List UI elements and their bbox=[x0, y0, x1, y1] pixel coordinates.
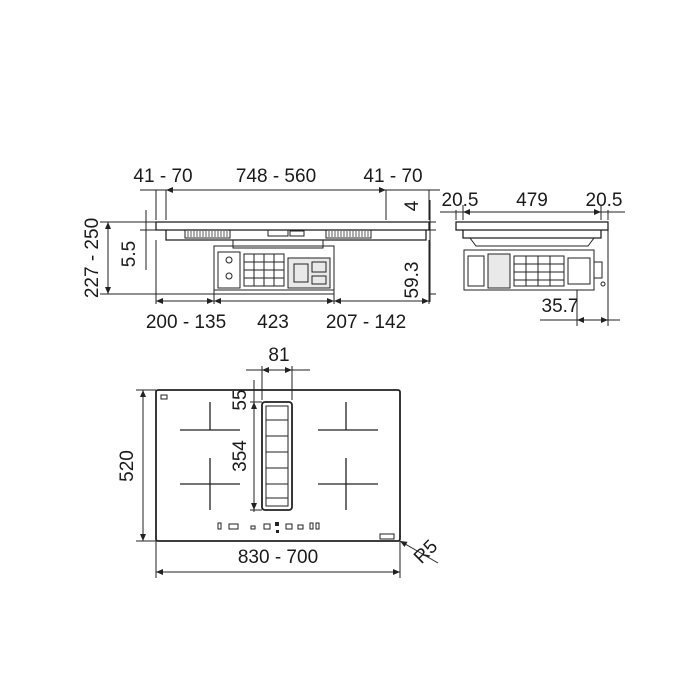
front-dim-left-outer: 227 - 250 bbox=[82, 218, 103, 298]
dim-radius: R5 bbox=[410, 536, 442, 568]
control-symbol bbox=[275, 522, 279, 526]
touch-controls bbox=[217, 522, 395, 540]
control-symbol bbox=[263, 523, 271, 530]
control-symbol bbox=[315, 522, 320, 530]
control-symbol bbox=[276, 530, 279, 533]
hob-outline bbox=[155, 389, 401, 542]
front-dim-top-center: 748 - 560 bbox=[236, 166, 316, 187]
cooking-zone-right bbox=[318, 402, 378, 510]
front-dim-bottom-right: 207 - 142 bbox=[326, 312, 406, 333]
front-view: 41 - 70 748 - 560 41 - 70 227 - 250 5.5 … bbox=[82, 166, 440, 333]
dim-width: 830 - 700 bbox=[238, 547, 318, 568]
side-view: 20.5 479 20.5 35.7 bbox=[440, 190, 625, 326]
front-dim-bottom-left: 200 - 135 bbox=[146, 312, 226, 333]
front-vent-left bbox=[184, 229, 231, 239]
dim-height: 520 bbox=[117, 450, 138, 482]
dim-vent-top: 55 bbox=[230, 389, 251, 410]
top-view: 81 55 354 520 830 - 700 R5 bbox=[117, 345, 442, 578]
front-dim-bottom-center: 423 bbox=[257, 312, 289, 333]
cooking-zone-left bbox=[180, 402, 240, 510]
extractor-vent bbox=[261, 401, 293, 511]
front-vent-right bbox=[325, 229, 372, 239]
control-symbol bbox=[309, 522, 314, 530]
side-motor-unit bbox=[463, 249, 606, 291]
control-symbol bbox=[228, 523, 239, 530]
control-symbol bbox=[297, 524, 304, 530]
front-dim-top-left: 41 - 70 bbox=[133, 166, 192, 187]
dim-vent-length: 354 bbox=[230, 440, 251, 472]
control-symbol bbox=[285, 523, 293, 530]
control-symbol bbox=[250, 525, 256, 530]
side-dim-bottom-right: 35.7 bbox=[542, 296, 579, 317]
control-symbol bbox=[379, 533, 395, 540]
side-dim-top-left: 20.5 bbox=[442, 190, 479, 211]
front-dim-right-top: 4 bbox=[402, 200, 423, 211]
dim-vent-width: 81 bbox=[268, 345, 289, 366]
front-glass-plate bbox=[155, 221, 430, 231]
front-dim-top-right: 41 - 70 bbox=[363, 166, 422, 187]
side-dim-top-center: 479 bbox=[516, 190, 548, 211]
side-glass-plate bbox=[455, 221, 609, 231]
front-dim-left-inner: 5.5 bbox=[119, 241, 140, 267]
front-motor-unit bbox=[213, 239, 335, 295]
control-symbol bbox=[217, 522, 222, 530]
front-dim-right-height: 59.3 bbox=[402, 262, 423, 299]
side-dim-top-right: 20.5 bbox=[586, 190, 623, 211]
